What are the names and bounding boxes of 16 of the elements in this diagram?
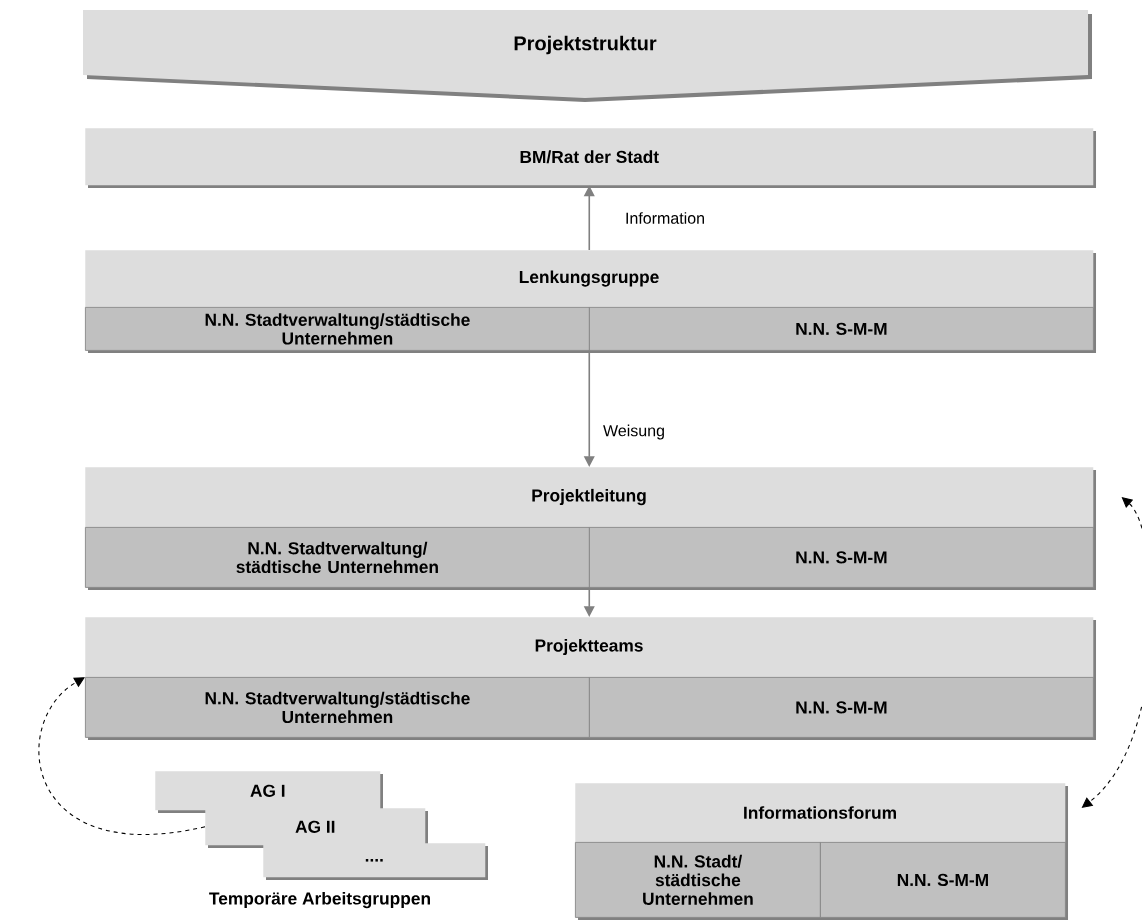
table-cell: N.N. S-M-M [589, 307, 1094, 351]
caption: Temporäre Arbeitsgruppen [209, 891, 430, 909]
banner-chevron: Projektstruktur [83, 10, 1092, 102]
table-cell: N.N. Stadtverwaltung/ städtische Unternehmen [85, 527, 590, 588]
table-cell: N.N. S-M-M [589, 677, 1094, 738]
edge-label: Information [623, 210, 707, 226]
box: .... [263, 843, 488, 880]
table-cell: N.N. Stadtverwaltung/städtische Unternehmen [85, 677, 590, 738]
arrow [38, 677, 206, 835]
table-cell: N.N. S-M-M [589, 527, 1094, 588]
table-cell: N.N. Stadt/ städtische Unternehmen [575, 842, 821, 918]
table-cell: N.N. Stadtverwaltung/städtische Unternehmen [85, 307, 590, 351]
box: BM/Rat der Stadt [85, 128, 1096, 188]
table-cell: N.N. S-M-M [820, 842, 1066, 918]
arrow [1081, 497, 1142, 808]
edge-label: Weisung [601, 423, 667, 441]
